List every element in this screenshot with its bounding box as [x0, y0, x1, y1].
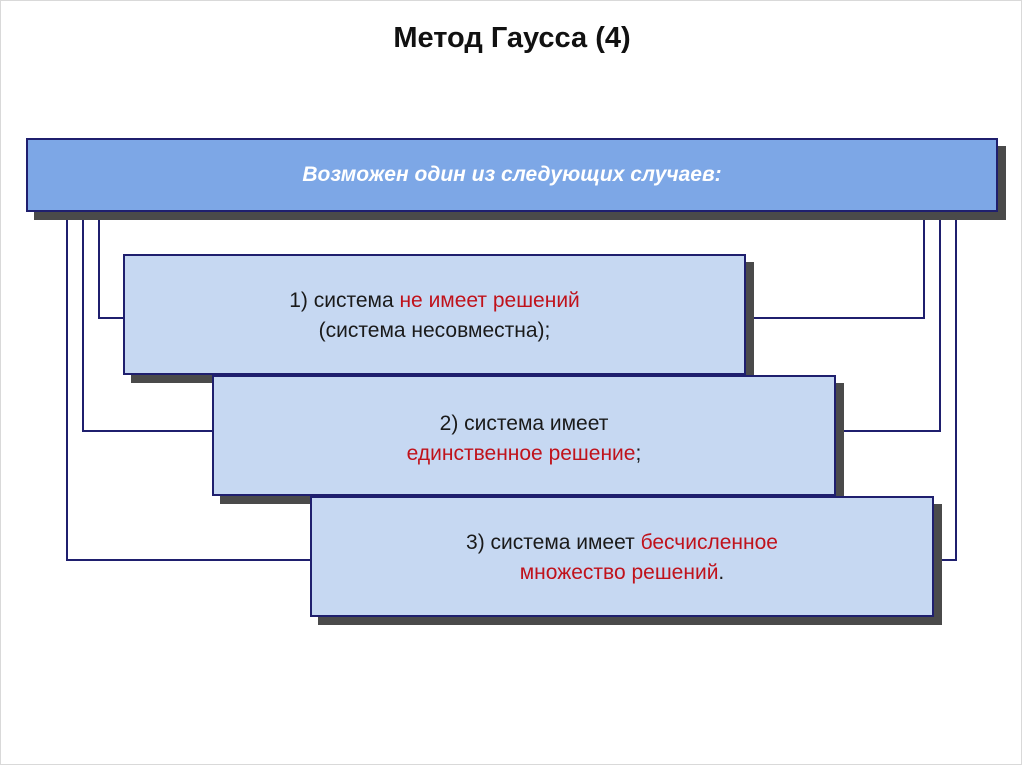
- case-2-line-2-highlight: единственное решение: [406, 442, 636, 465]
- case-3-line-1-highlight: бесчисленное: [640, 531, 778, 554]
- case-1-line-2: (система несовместна);: [289, 316, 580, 346]
- case-2-line-2: единственное решение;: [407, 439, 642, 469]
- connector-left-case2: [82, 215, 212, 432]
- case-1-line-2-prefix: (система несовместна);: [318, 319, 551, 342]
- case-box-3: 3) система имеет бесчисленное множество …: [310, 496, 934, 617]
- case-box-2: 2) система имеет единственное решение;: [212, 375, 836, 496]
- connector-right-case3: [942, 215, 957, 561]
- page-title: Метод Гаусса (4): [393, 22, 631, 54]
- header-box: Возможен один из следующих случаев:: [26, 138, 998, 212]
- header-text: Возможен один из следующих случаев:: [302, 163, 722, 186]
- case-3-line-2: множество решений.: [466, 558, 778, 588]
- connector-left-case1: [98, 215, 123, 319]
- case-text-1: 1) система не имеет решений (система нес…: [289, 286, 580, 346]
- case-text-3: 3) система имеет бесчисленное множество …: [466, 528, 778, 588]
- case-1-line-1-prefix: 1) система: [289, 289, 400, 312]
- case-3-line-2-highlight: множество решений: [519, 561, 719, 584]
- case-1-line-1-highlight: не имеет решений: [399, 289, 580, 312]
- case-box-1: 1) система не имеет решений (система нес…: [123, 254, 746, 375]
- connector-left-case3: [66, 215, 310, 561]
- case-2-line-1: 2) система имеет: [407, 409, 642, 439]
- connector-right-case2: [844, 215, 941, 432]
- connector-right-case1: [754, 215, 925, 319]
- case-3-line-1: 3) система имеет бесчисленное: [466, 528, 778, 558]
- case-1-line-1: 1) система не имеет решений: [289, 286, 580, 316]
- case-text-2: 2) система имеет единственное решение;: [407, 409, 642, 469]
- case-2-line-2-suffix: ;: [635, 442, 642, 465]
- case-3-line-1-prefix: 3) система имеет: [466, 531, 641, 554]
- case-3-line-2-suffix: .: [718, 561, 725, 584]
- case-2-line-1-prefix: 2) система имеет: [439, 412, 609, 435]
